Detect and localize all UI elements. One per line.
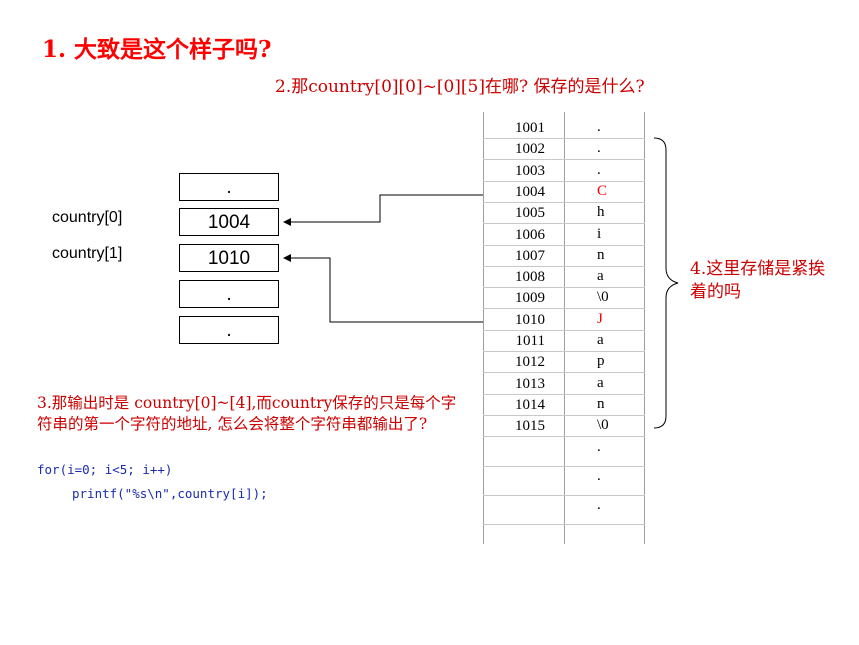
pointer-box-2: 1010: [179, 244, 279, 272]
memory-value: .: [597, 438, 601, 455]
memory-row: 1015 \0: [483, 416, 645, 438]
memory-row: .: [483, 438, 645, 467]
memory-value: a: [597, 268, 604, 285]
memory-value: .: [597, 496, 601, 513]
memory-row: 1008 a: [483, 267, 645, 289]
pointer-box-4: .: [179, 316, 279, 344]
pointer-box-3: .: [179, 280, 279, 308]
memory-address: 1012: [515, 354, 545, 371]
memory-address: 1001: [515, 120, 545, 136]
question-3: 3.那输出时是 country[0]~[4],而country保存的只是每个字符…: [37, 394, 457, 433]
pointer-box-1: 1004: [179, 208, 279, 236]
memory-row: 1001.: [483, 118, 645, 139]
memory-address: 1009: [515, 290, 545, 307]
memory-row: 1013 a: [483, 374, 645, 395]
memory-table-right-border: [644, 112, 645, 544]
pointer-label-0: country[0]: [52, 209, 123, 226]
memory-address: 1006: [515, 226, 545, 243]
memory-address: 1007: [515, 247, 545, 264]
memory-table-divider: [564, 112, 565, 544]
memory-address: 1010: [515, 311, 545, 328]
memory-value: .: [597, 119, 601, 135]
memory-value: h: [597, 204, 605, 221]
memory-value: i: [597, 225, 602, 242]
memory-value: n: [597, 395, 605, 412]
memory-address: 1004: [515, 183, 545, 200]
code-line-1: for(i=0; i<5; i++): [37, 462, 173, 477]
pointer-label-1: country[1]: [52, 245, 123, 262]
memory-value: .: [597, 161, 601, 178]
memory-value: p: [597, 353, 605, 370]
question-2: 2.那country[0][0]~[0][5]在哪? 保存的是什么?: [275, 77, 645, 97]
memory-row: .: [483, 496, 645, 525]
pointer-box-0: .: [179, 173, 279, 201]
arrow-1004: [283, 194, 483, 226]
memory-address: 1005: [515, 205, 545, 222]
memory-address: 1013: [515, 375, 545, 392]
memory-value: a: [597, 332, 604, 348]
code-line-2: printf("%s\n",country[i]);: [72, 486, 268, 501]
memory-row: 1002.: [483, 139, 645, 161]
memory-value: a: [597, 374, 604, 391]
memory-value: C: [597, 182, 608, 199]
memory-value: .: [597, 467, 601, 484]
memory-row: 1004 C: [483, 182, 645, 203]
memory-row: 1012 p: [483, 352, 645, 374]
memory-row: 1005 h: [483, 203, 645, 225]
memory-value: \0: [597, 289, 609, 306]
memory-address: 1015: [515, 418, 545, 435]
memory-address: 1002: [515, 141, 545, 158]
question-4: 4.这里存储是紧挨着的吗: [690, 259, 826, 302]
memory-address: 1011: [515, 333, 545, 349]
memory-address: 1003: [515, 162, 545, 179]
memory-row: 1007 n: [483, 246, 645, 267]
memory-row: 1010 J: [483, 310, 645, 331]
memory-row: .: [483, 467, 645, 496]
memory-row: 1011 a: [483, 331, 645, 352]
curly-brace: [653, 137, 679, 429]
memory-address: 1008: [515, 269, 545, 286]
memory-value: \0: [597, 417, 609, 434]
memory-table-left-border: [483, 112, 484, 544]
page-title: 1. 大致是这个样子吗?: [42, 36, 272, 63]
memory-row: 1006 i: [483, 225, 645, 246]
memory-value: .: [597, 140, 601, 157]
memory-row: 1003.: [483, 161, 645, 182]
memory-address: 1014: [515, 396, 545, 413]
memory-row: 1009 \0: [483, 288, 645, 310]
memory-value: J: [597, 310, 603, 327]
memory-row: 1014 n: [483, 395, 645, 416]
memory-value: n: [597, 246, 605, 263]
arrow-1010: [283, 254, 483, 323]
